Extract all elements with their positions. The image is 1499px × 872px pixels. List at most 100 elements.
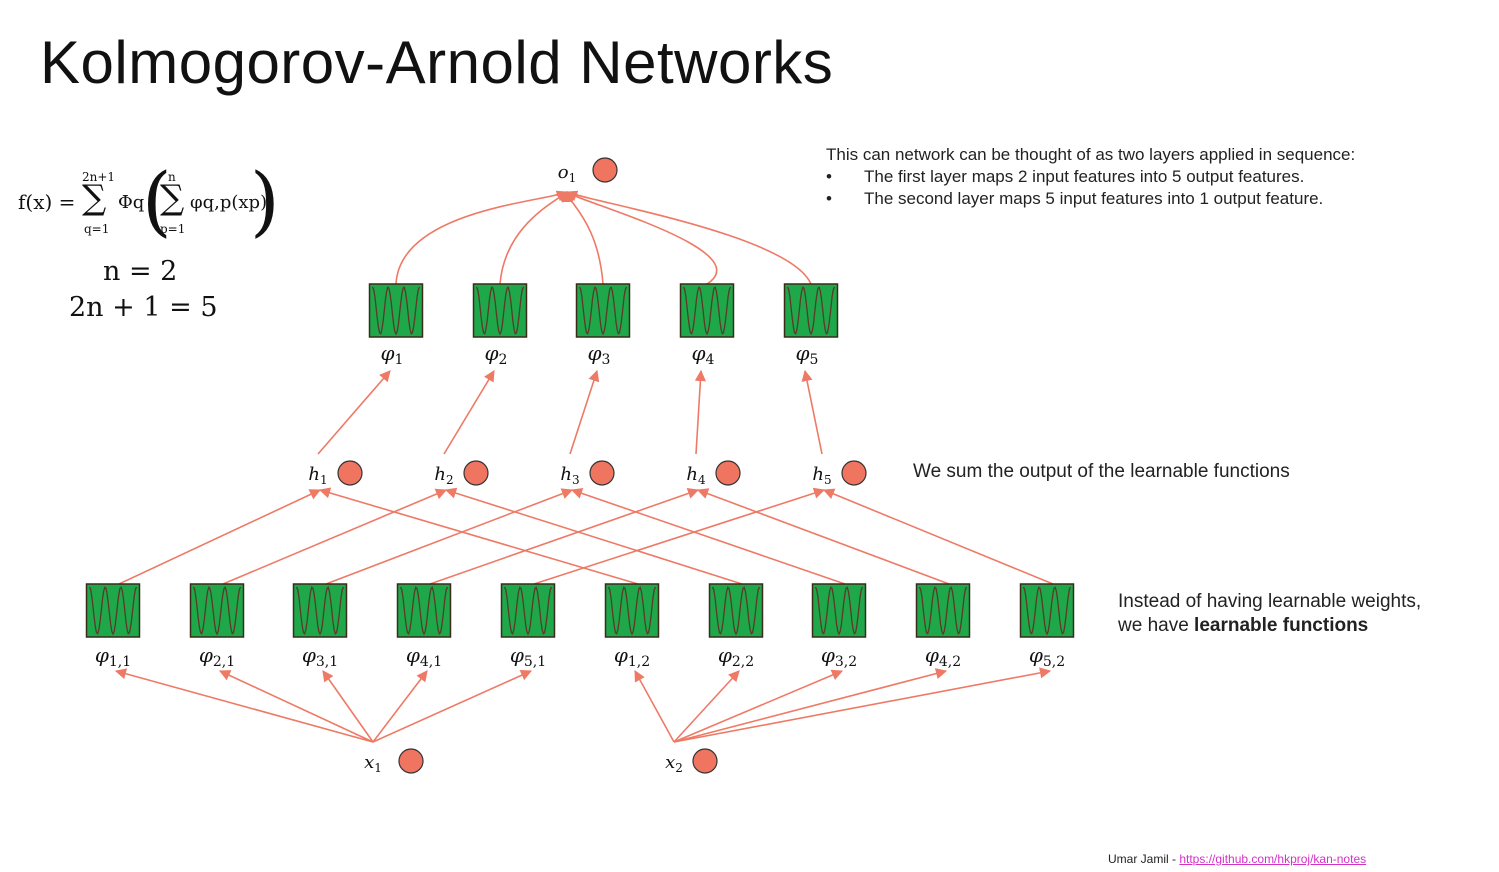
function-box-fill: [500, 583, 556, 638]
inner-function-label: φ5,1: [510, 643, 546, 670]
input-node-label: x2: [665, 752, 683, 775]
learnable-note-prefix: we have: [1118, 615, 1195, 636]
function-box-fill: [708, 583, 764, 638]
inner-function-label: φ3,1: [302, 643, 338, 670]
hidden-to-outer-edge: [694, 369, 706, 455]
hidden-to-outer-edge: [443, 370, 495, 455]
kan-formula: f(x) = 2n+1 ∑ q=1 Φq ( n ∑ p=1 φq,p(xp) …: [18, 156, 280, 252]
function-box-wave: [578, 286, 628, 336]
function-box-fill: [189, 583, 245, 638]
inner-function-label: φ3,2: [821, 643, 857, 670]
inner-function-box: [189, 583, 245, 638]
inner-sum-top: n: [168, 170, 176, 184]
outer-to-output-edge: [499, 191, 568, 285]
function-box-wave: [475, 286, 525, 336]
inner-function-box: [500, 583, 556, 638]
hidden-node-label: h2: [434, 464, 453, 487]
inner-function-box: [292, 583, 348, 638]
function-box-fill: [396, 583, 452, 638]
equation-2n-plus-1: 2n + 1 = 5: [69, 292, 218, 323]
inner-function-box: [915, 583, 971, 638]
inner-to-hidden-edge: [318, 487, 639, 585]
diagram-edges: [114, 190, 1054, 743]
input-to-inner-edge: [673, 667, 1052, 743]
hidden-node: [463, 460, 489, 486]
inner-function-label: φ4,2: [925, 643, 961, 670]
input-to-inner-edge: [673, 670, 740, 743]
function-box-fill: [811, 583, 867, 638]
input-to-inner-edge: [322, 670, 374, 743]
inner-function-label: φ4,1: [406, 643, 442, 670]
inner-to-hidden-edge: [222, 488, 448, 585]
outer-function-label: φ5: [796, 341, 819, 368]
function-box-wave: [607, 586, 657, 636]
footer-link[interactable]: https://github.com/hkproj/kan-notes: [1179, 852, 1367, 866]
outer-to-output-edge: [395, 190, 569, 285]
function-box-fill: [292, 583, 348, 638]
outer-function: Φq: [118, 192, 145, 213]
function-box-wave: [1022, 586, 1072, 636]
inner-function-box: [396, 583, 452, 638]
inner-to-hidden-edge: [696, 488, 950, 585]
function-box-fill: [368, 283, 424, 338]
inner-sum-symbol: ∑: [160, 178, 185, 218]
function-box-fill: [679, 283, 735, 338]
input-to-inner-edge: [372, 670, 428, 743]
sum-note: We sum the output of the learnable funct…: [913, 461, 1290, 482]
outer-function-label: φ4: [692, 341, 715, 368]
inner-to-hidden-edge: [822, 488, 1054, 585]
function-box-wave: [192, 586, 242, 636]
function-box-fill: [85, 583, 141, 638]
inner-function-box: [1019, 583, 1075, 638]
hidden-to-outer-edge: [317, 370, 391, 455]
function-box-fill: [783, 283, 839, 338]
outer-function-label: φ3: [588, 341, 611, 368]
inner-to-hidden-edge: [325, 488, 574, 585]
function-box-wave: [371, 286, 421, 336]
hidden-node: [841, 460, 867, 486]
function-box-fill: [575, 283, 631, 338]
outer-function-label: φ2: [485, 341, 508, 368]
formula-lhs: f(x) =: [18, 190, 76, 214]
outer-to-output-edge: [565, 190, 812, 285]
input-to-inner-edge: [114, 668, 374, 743]
outer-function-box: [368, 283, 424, 338]
slide-title: Kolmogorov-Arnold Networks: [40, 29, 834, 96]
description-intro: This can network can be thought of as tw…: [826, 145, 1356, 164]
outer-sum-top: 2n+1: [82, 170, 116, 184]
input-to-inner-edge: [218, 670, 374, 743]
outer-sum-bottom: q=1: [84, 222, 110, 236]
learnable-note-bold: learnable functions: [1194, 615, 1369, 636]
inner-function-box: [708, 583, 764, 638]
outer-to-output-edge: [561, 190, 604, 285]
inner-to-hidden-edge: [429, 488, 700, 585]
function-box-wave: [711, 586, 761, 636]
right-paren: ): [250, 156, 280, 245]
function-box-fill: [472, 283, 528, 338]
learnable-note: Instead of having learnable weights, we …: [1118, 590, 1421, 638]
output-node-label: o1: [558, 162, 576, 185]
inner-to-hidden-edge: [444, 487, 743, 585]
left-paren: (: [142, 156, 172, 245]
inner-function-label: φ2,2: [718, 643, 754, 670]
input-node-label: x1: [364, 752, 382, 775]
inner-function-box: [811, 583, 867, 638]
outer-sum-symbol: ∑: [82, 178, 107, 218]
function-box-wave: [399, 586, 449, 636]
learnable-note-line2: we have learnable functions: [1118, 614, 1421, 638]
function-box-wave: [786, 286, 836, 336]
input-to-inner-edge: [372, 670, 533, 743]
inner-function: φq,p(xp): [190, 192, 268, 213]
input-to-inner-edge: [634, 670, 675, 743]
input-node: [692, 748, 718, 774]
inner-function-label: φ5,2: [1029, 643, 1065, 670]
outer-function-box: [575, 283, 631, 338]
outer-function-box: [679, 283, 735, 338]
function-box-wave: [295, 586, 345, 636]
outer-to-output-edge: [566, 191, 718, 285]
footer-author: Umar Jamil -: [1108, 852, 1180, 866]
layer-description: This can network can be thought of as tw…: [826, 144, 1355, 210]
function-box-fill: [915, 583, 971, 638]
